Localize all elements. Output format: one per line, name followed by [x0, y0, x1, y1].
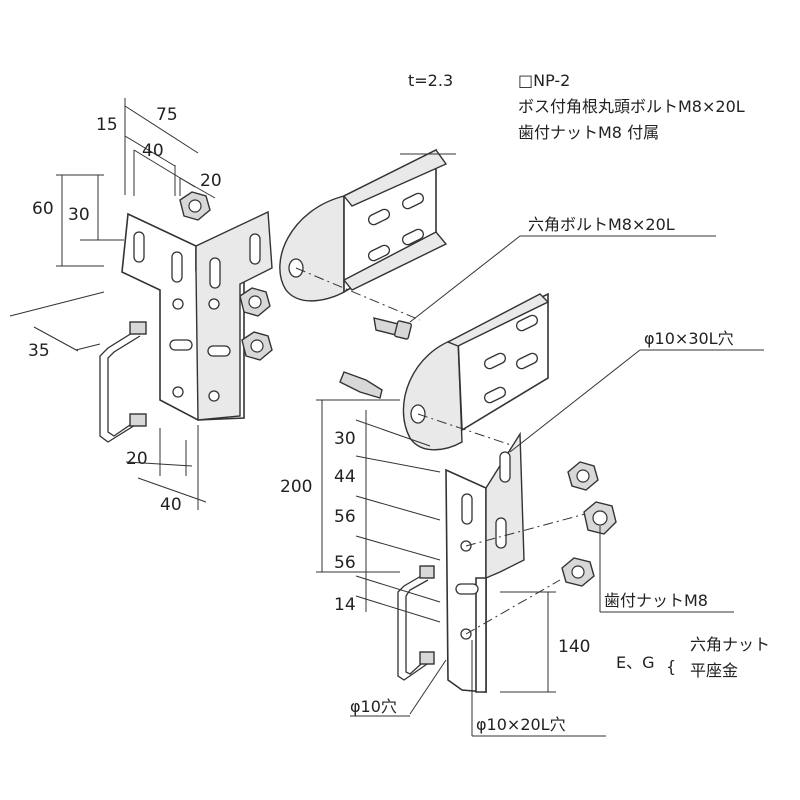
callout-text: 六角ボルトM8×20L φ10×30L穴 歯付ナットM8 φ10穴 φ10×20… [350, 215, 770, 734]
left-u-bolt-thread-top [129, 321, 147, 335]
right-nut-1 [567, 461, 599, 491]
right-u-bolt [397, 571, 431, 681]
spec-text: t=2.3 □NP-2 ボス付角根丸頭ボルトM8×20L 歯付ナットM8 付属 [408, 71, 745, 142]
right-bracket-top-part [339, 292, 550, 451]
right-top-bolt [339, 371, 383, 399]
dim-200: 200 [280, 477, 312, 497]
right-top-slot-4 [515, 352, 539, 370]
dim-56-a: 56 [334, 507, 356, 527]
dim-30: 30 [68, 205, 90, 225]
dim-75: 75 [156, 105, 178, 125]
dim-140: 140 [558, 637, 590, 657]
left-u-bolt-inner [107, 335, 141, 437]
included-nut-text: 歯付ナットM8 付属 [518, 123, 659, 142]
flat-washer-label: 平座金 [690, 661, 738, 680]
right-top-center-line [417, 413, 521, 449]
dim-15: 15 [96, 115, 118, 135]
dim-60: 60 [32, 199, 54, 219]
left-bracket [99, 191, 273, 443]
hex-nut-label: 六角ナット [690, 635, 770, 654]
left-nut-top [179, 191, 211, 221]
right-u-bolt-thread-bottom [419, 651, 435, 665]
right-nut-2 [583, 501, 617, 535]
right-lower-slot-4 [455, 583, 479, 595]
dim-30-right: 30 [334, 429, 356, 449]
dim-35: 35 [28, 341, 50, 361]
right-lower-center-line-2 [465, 579, 561, 635]
top-bracket-round-flange [279, 195, 345, 302]
left-slot-1 [133, 231, 145, 263]
dim-20-bottom: 20 [126, 449, 148, 469]
toothed-nut-callout: 歯付ナットM8 [604, 591, 708, 610]
top-center-line [295, 267, 421, 321]
right-u-bolt-inner [405, 579, 431, 675]
left-hole-2 [208, 298, 220, 310]
right-lower-slot-1 [461, 493, 473, 525]
left-hole-3 [172, 386, 184, 398]
left-slot-2 [171, 251, 183, 283]
right-top-round-flange [402, 337, 463, 451]
slot-30-callout: φ10×30L穴 [644, 329, 734, 348]
brace-symbol: { [666, 657, 676, 676]
thickness-label: t=2.3 [408, 71, 453, 90]
right-top-slot-1 [483, 352, 507, 370]
dim-44: 44 [334, 467, 356, 487]
right-nut-3 [561, 557, 595, 587]
dim-14: 14 [334, 595, 356, 615]
right-lower-slot-2 [495, 517, 507, 549]
slot-20-callout: φ10×20L穴 [476, 715, 566, 734]
right-u-bolt-thread-top [419, 565, 435, 579]
left-nut-mid [239, 287, 271, 317]
left-slot-5 [169, 339, 193, 351]
right-top-lip [446, 293, 550, 347]
left-u-bolt-thread-bottom [129, 413, 147, 427]
hex-bolt [373, 317, 413, 340]
left-hole-1 [172, 298, 184, 310]
top-slot-3 [367, 244, 391, 262]
top-bracket-bottom-lip [342, 231, 448, 291]
right-dimension-lines [316, 153, 764, 737]
right-top-slot-2 [515, 314, 539, 332]
top-bracket [279, 148, 448, 321]
left-slot-3 [209, 257, 221, 289]
right-dimension-text: 200 30 44 56 56 14 140 [280, 429, 590, 657]
left-hole-4 [208, 390, 220, 402]
left-nut-low [241, 331, 273, 361]
right-lower-edge [475, 577, 487, 693]
variant-label: E、G [616, 653, 655, 672]
product-code: □NP-2 [518, 71, 570, 90]
right-top-slot-3 [483, 386, 507, 404]
right-lower-slot-3 [499, 451, 511, 483]
dim-40-top: 40 [142, 141, 164, 161]
dim-20-top: 20 [200, 171, 222, 191]
top-slot-4 [401, 228, 425, 246]
right-lower-center-line-1 [465, 509, 601, 547]
right-bracket-lower-part [397, 431, 617, 693]
dim-40-bottom: 40 [160, 495, 182, 515]
left-u-bolt [99, 327, 141, 443]
dim-56-b: 56 [334, 553, 356, 573]
left-slot-6 [207, 345, 231, 357]
top-bracket-top-lip [342, 149, 448, 207]
top-slot-1 [367, 208, 391, 226]
included-bolt-text: ボス付角根丸頭ボルトM8×20L [518, 97, 745, 116]
hole-10-callout: φ10穴 [350, 697, 397, 716]
left-dimension-lines [9, 98, 216, 510]
left-dimension-text: 75 15 40 20 60 30 35 20 40 [28, 105, 222, 515]
left-slot-4 [249, 233, 261, 265]
hex-bolt-callout: 六角ボルトM8×20L [528, 215, 675, 234]
top-slot-2 [401, 192, 425, 210]
